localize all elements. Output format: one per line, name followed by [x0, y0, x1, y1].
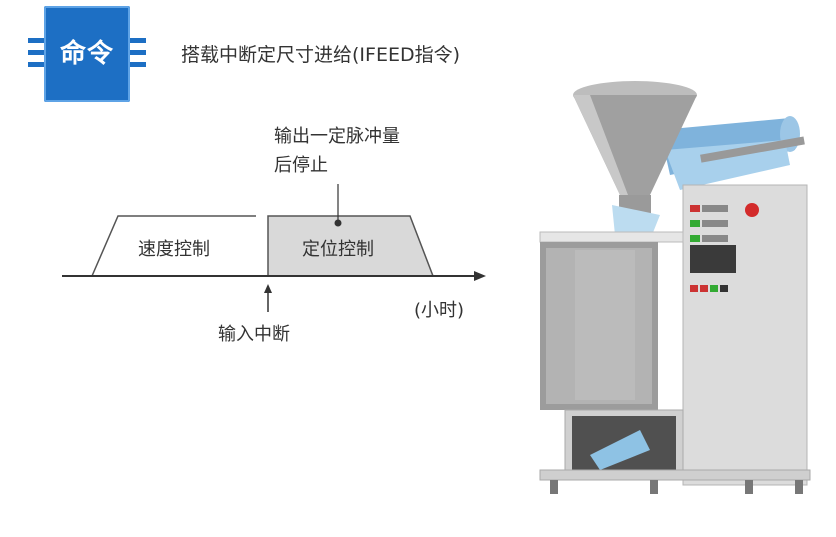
- annotation-pointer-dot: [334, 219, 342, 227]
- interrupt-arrowhead: [264, 284, 272, 293]
- interrupt-label: 输入中断: [218, 324, 290, 345]
- command-chip-icon: 命令: [24, 6, 150, 102]
- position-control-label: 定位控制: [302, 239, 374, 260]
- annotation-top: 输出一定脉冲量 后停止: [274, 122, 400, 180]
- annotation-top-line1: 输出一定脉冲量: [274, 126, 400, 147]
- speed-control-outline: [91, 215, 256, 277]
- packaging-machine-image: [539, 81, 811, 494]
- annotation-top-line2: 后停止: [274, 155, 328, 176]
- time-axis-arrowhead: [474, 271, 486, 281]
- command-chip-label: 命令: [59, 39, 114, 69]
- speed-control-label: 速度控制: [138, 239, 210, 260]
- axis-unit-label: (小时): [414, 300, 465, 321]
- page-title: 搭载中断定尺寸进给(IFEED指令): [181, 44, 460, 66]
